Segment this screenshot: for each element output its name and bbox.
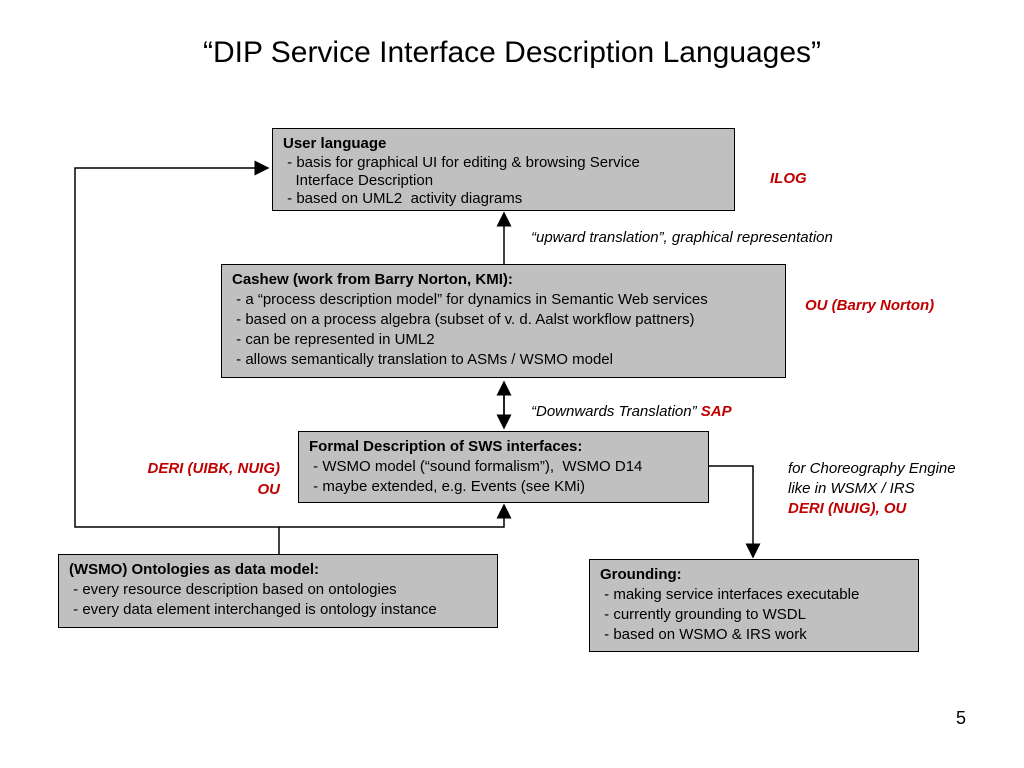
user-language-box: User language - basis for graphical UI f…: [272, 128, 735, 211]
cashew-line: - can be represented in UML2: [232, 331, 435, 348]
cashew-box: Cashew (work from Barry Norton, KMI): - …: [221, 264, 786, 378]
downwards-translation-note: “Downwards Translation” SAP: [531, 402, 732, 422]
ontologies-line: - every data element interchanged is ont…: [69, 601, 437, 618]
arrow-formal-to-grounding: [709, 465, 761, 559]
ontologies-line: - every resource description based on on…: [69, 581, 397, 598]
ontologies-heading: (WSMO) Ontologies as data model:: [69, 561, 320, 578]
arrow-ontologies-to-formal: [279, 503, 512, 528]
cashew-line: - based on a process algebra (subset of …: [232, 311, 695, 328]
arrow-ontologies-to-user: [74, 160, 280, 554]
formal-description-box: Formal Description of SWS interfaces: - …: [298, 431, 709, 503]
formal-description-line: - WSMO model (“sound formalism”), WSMO D…: [309, 458, 643, 475]
user-language-line: Interface Description: [283, 172, 434, 189]
ilog-label: ILOG: [770, 170, 807, 187]
grounding-line: - currently grounding to WSDL: [600, 606, 806, 623]
user-language-line: - basis for graphical UI for editing & b…: [283, 154, 640, 171]
ou-left-label: OU: [257, 481, 281, 498]
user-language-heading: User language: [283, 135, 387, 152]
formal-description-line: - maybe extended, e.g. Events (see KMi): [309, 478, 585, 495]
formal-description-heading: Formal Description of SWS interfaces:: [309, 438, 583, 455]
ontologies-box: (WSMO) Ontologies as data model: - every…: [58, 554, 498, 628]
grounding-line: - based on WSMO & IRS work: [600, 626, 807, 643]
grounding-heading: Grounding:: [600, 566, 682, 583]
cashew-line: - allows semantically translation to ASM…: [232, 351, 613, 368]
choreography-note: like in WSMX / IRS: [788, 480, 915, 497]
cashew-line: - a “process description model” for dyna…: [232, 291, 708, 308]
grounding-line: - making service interfaces executable: [600, 586, 860, 603]
upward-translation-note: “upward translation”, graphical represen…: [531, 229, 833, 246]
slide-title: “DIP Service Interface Description Langu…: [202, 36, 822, 69]
page-number: 5: [955, 708, 966, 728]
user-language-line: - based on UML2 activity diagrams: [283, 190, 523, 207]
cashew-heading: Cashew (work from Barry Norton, KMI):: [232, 271, 513, 288]
choreography-note: for Choreography Engine: [788, 460, 956, 477]
ou-barry-label: OU (Barry Norton): [805, 297, 935, 314]
grounding-box: Grounding: - making service interfaces e…: [589, 559, 919, 652]
deri-nuig-ou-label: DERI (NUIG), OU: [788, 500, 907, 517]
sap-label: SAP: [700, 403, 732, 420]
downwards-translation-text: “Downwards Translation”: [531, 403, 697, 420]
deri-left-label: DERI (UIBK, NUIG): [147, 460, 281, 477]
